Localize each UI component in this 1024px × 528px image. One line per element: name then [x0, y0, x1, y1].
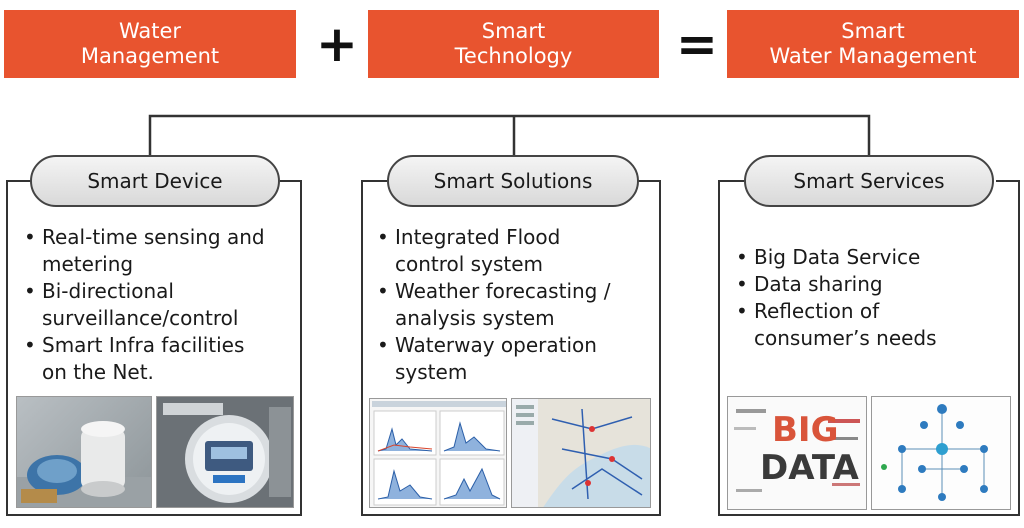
map-drawing [512, 399, 650, 507]
equals-sign: = [676, 15, 718, 73]
plus-sign: + [316, 15, 358, 73]
water-management-line1: Water [118, 19, 182, 43]
connector-line [148, 114, 871, 156]
smart-device-title: Smart Device [30, 155, 280, 207]
bullet-line: Real-time sensing and [42, 225, 265, 249]
water-meter-drawing [17, 421, 151, 507]
network-drawing [881, 404, 988, 501]
list-item: Big Data Service [736, 244, 1012, 271]
bullet-line: surveillance/control [42, 306, 239, 330]
bullet-line: Weather forecasting / [395, 279, 611, 303]
bullet-line: Smart Infra facilities [42, 333, 245, 357]
connector-bracket [148, 114, 871, 156]
word-cloud-drawing: BIG DATA [734, 409, 860, 492]
list-item: Real-time sensing and metering [24, 224, 294, 278]
dashboard-drawing [372, 401, 506, 506]
smart-water-management-line1: Smart [841, 19, 905, 43]
electric-meter-drawing [163, 403, 291, 503]
bullet-line: metering [42, 252, 134, 276]
smart-services-title: Smart Services [744, 155, 994, 207]
bullet-line: Waterway operation [395, 333, 597, 357]
smart-services-bullets: Big Data Service Data sharing Reflection… [736, 244, 1012, 352]
bullet-line: on the Net. [42, 360, 154, 384]
smart-technology-line1: Smart [481, 19, 546, 43]
big-data-word-cloud: BIG DATA [727, 396, 867, 510]
smart-technology-box: Smart Technology [368, 10, 659, 78]
bullet-line: Reflection of [754, 299, 880, 323]
bullet-line: control system [395, 252, 543, 276]
list-item: Smart Infra facilities on the Net. [24, 332, 294, 386]
water-meter-photo [16, 396, 152, 508]
list-item: Bi-directional surveillance/control [24, 278, 294, 332]
bullet-line: consumer’s needs [754, 326, 937, 350]
water-management-box: Water Management [4, 10, 296, 78]
bullet-line: Bi-directional [42, 279, 174, 303]
smart-water-management-line2: Water Management [769, 44, 977, 68]
bullet-line: Integrated Flood [395, 225, 561, 249]
smart-solutions-title: Smart Solutions [387, 155, 639, 207]
list-item: Weather forecasting / analysis system [377, 278, 653, 332]
word-cloud-data: DATA [760, 448, 859, 488]
list-item: Data sharing [736, 271, 1012, 298]
smart-device-bullets: Real-time sensing and metering Bi-directi… [24, 224, 294, 386]
smart-electric-meter-photo [156, 396, 294, 508]
smart-water-management-box: Smart Water Management [727, 10, 1019, 78]
waterway-map-screenshot [511, 398, 651, 508]
network-diagram [871, 396, 1011, 510]
bullet-line: Data sharing [754, 272, 883, 296]
bullet-line: Big Data Service [754, 245, 921, 269]
water-management-line2: Management [80, 44, 220, 68]
dashboard-charts-screenshot [369, 398, 507, 508]
bullet-line: analysis system [395, 306, 555, 330]
list-item: Integrated Flood control system [377, 224, 653, 278]
list-item: Reflection of consumer’s needs [736, 298, 1012, 352]
smart-solutions-bullets: Integrated Flood control system Weather f… [377, 224, 653, 386]
smart-technology-line2: Technology [454, 44, 573, 68]
list-item: Waterway operation system [377, 332, 653, 386]
word-cloud-big: BIG [772, 410, 838, 450]
bullet-line: system [395, 360, 468, 384]
